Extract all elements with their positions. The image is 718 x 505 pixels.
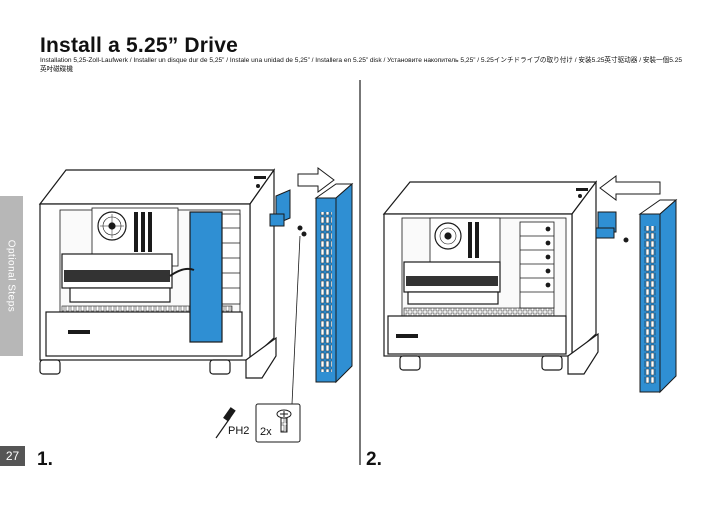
screwdriver-icon: [215, 407, 236, 439]
screwdriver-label: PH2: [228, 425, 249, 437]
step1-bracket-illustration: [269, 189, 307, 237]
screw-callout: [255, 403, 301, 443]
side-tab: [0, 196, 23, 356]
step1-arrow-right: [297, 167, 335, 193]
page-title: Install a 5.25” Drive: [40, 34, 238, 57]
step-divider: [359, 80, 361, 465]
step-2-number: 2.: [366, 449, 382, 470]
step-1-number: 1.: [37, 449, 53, 470]
step1-case-illustration: [38, 168, 277, 379]
step2-arrow-left: [599, 175, 661, 201]
step1-front-panel: [314, 182, 354, 384]
page-number: 27: [0, 446, 25, 466]
multilingual-subtitle: Installation 5,25-Zoll-Laufwerk / Instal…: [40, 57, 683, 73]
step2-case-illustration: [382, 180, 599, 375]
step2-bracket-illustration: [595, 211, 629, 243]
step1-guide-line: [291, 235, 301, 405]
screw-count: 2x: [260, 426, 272, 438]
step2-front-panel: [638, 198, 678, 394]
